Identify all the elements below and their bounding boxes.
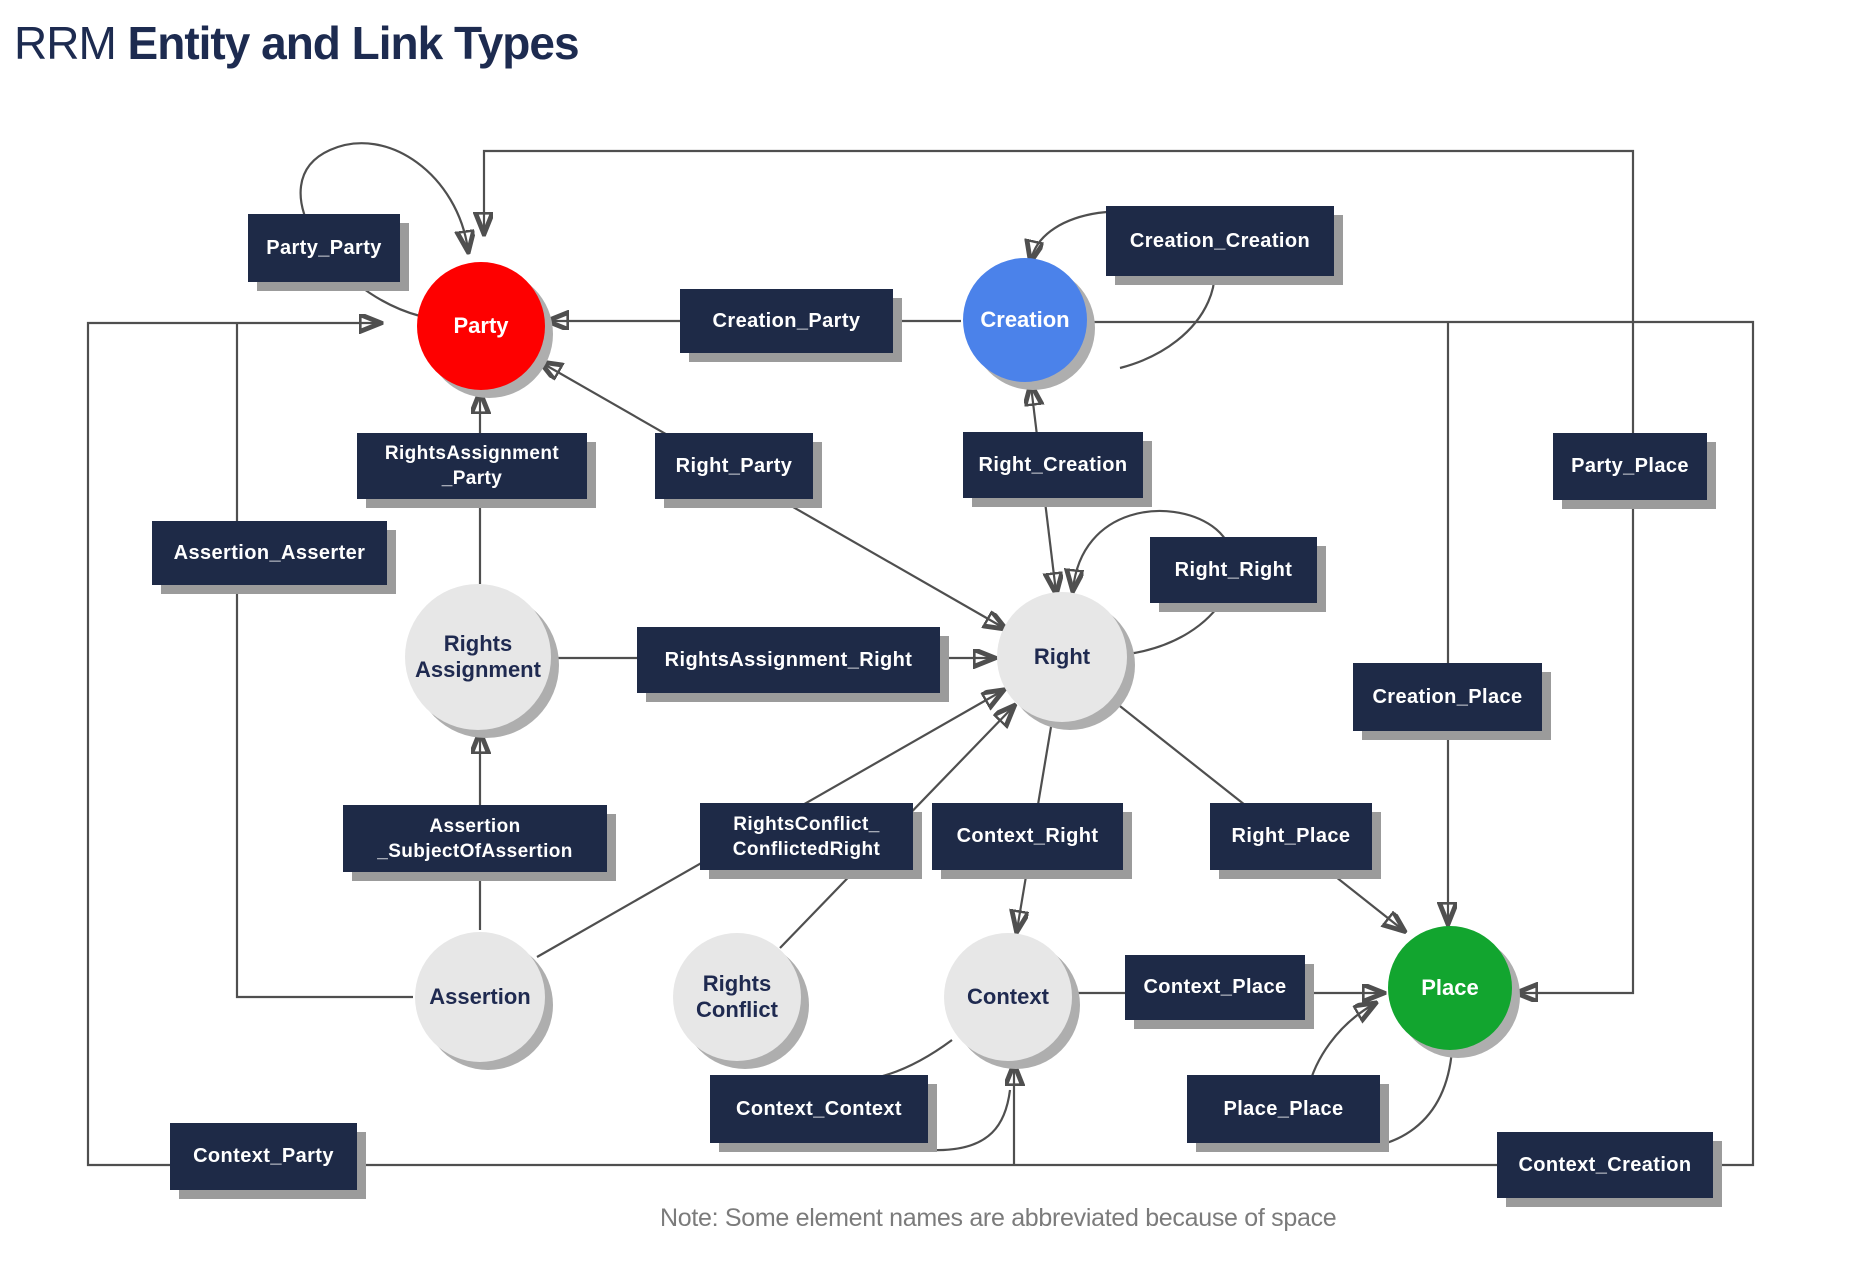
link-label-creation-creation-text: Creation_Creation [1129,229,1311,252]
link-label-assertion-subjectofassertion-line2: _SubjectOfAssertion [377,840,573,862]
link-label-context-place-text: Context_Place [1143,976,1287,998]
entity-rights-assignment-line2: Assignment [415,657,541,682]
page-title: RRM Entity and Link Types [14,16,580,70]
link-label-context-context: Context_Context [710,1075,928,1143]
link-label-context-party-text: Context_Party [193,1145,334,1167]
entity-rights-conflict: Rights Conflict [673,933,801,1061]
entity-party: Party [417,262,545,390]
entity-rights-conflict-line1: Rights [702,971,772,996]
link-label-rightsassignment-right: RightsAssignment_Right [637,627,940,693]
entity-context-label: Context [967,984,1049,1009]
link-label-assertion-subjectofassertion-line1: Assertion [429,815,521,837]
line-assertion-asserter [235,323,413,999]
link-label-assertion-subjectofassertion: Assertion _SubjectOfAssertion [343,805,607,872]
link-label-rightsassignment-right-text: RightsAssignment_Right [664,648,913,671]
link-label-right-party: Right_Party [655,433,813,499]
line-party-place [484,149,1635,993]
link-label-right-party-text: Right_Party [675,454,793,477]
entity-right: Right [997,592,1127,722]
link-label-assertion-asserter: Assertion_Asserter [152,521,387,585]
link-label-right-place: Right_Place [1210,803,1372,870]
link-label-party-party: Party_Party [248,214,400,282]
link-label-rightsassignment-party-line1: RightsAssignment [384,443,560,464]
link-label-creation-place-text: Creation_Place [1372,685,1523,708]
link-label-assertion-asserter-text: Assertion_Asserter [173,541,366,564]
link-label-rightsassignment-party-line2: _Party [441,468,503,489]
link-label-creation-party-text: Creation_Party [712,309,861,332]
link-label-right-right-text: Right_Right [1174,558,1293,581]
title-rest: Entity and Link Types [115,17,580,69]
link-label-rightsconflict-conflictedright-line2: ConflictedRight [732,838,881,860]
link-label-place-place: Place_Place [1187,1075,1380,1143]
entity-context: Context [944,933,1072,1061]
link-label-context-creation-text: Context_Creation [1518,1153,1692,1176]
link-label-creation-creation: Creation_Creation [1106,206,1334,276]
entity-creation-label: Creation [980,307,1070,332]
link-label-right-place-text: Right_Place [1231,825,1351,847]
link-label-party-place: Party_Place [1553,433,1707,500]
entity-creation: Creation [963,258,1087,382]
link-label-rightsassignment-party: RightsAssignment _Party [357,433,587,499]
line-context-context-right [931,1089,1012,1152]
link-label-right-creation-text: Right_Creation [978,453,1128,476]
link-label-place-place-text: Place_Place [1223,1097,1344,1120]
link-label-rightsconflict-conflictedright: RightsConflict_ ConflictedRight [700,803,913,870]
line-right-right-loop [1073,509,1235,656]
link-label-context-right-text: Context_Right [956,825,1099,847]
entity-rights-assignment: Rights Assignment [405,584,551,730]
entity-assertion-label: Assertion [429,984,531,1009]
entity-place: Place [1388,926,1512,1050]
line-context-party-creation [86,322,1755,1167]
link-label-party-party-text: Party_Party [266,236,382,259]
link-label-context-party: Context_Party [170,1123,357,1190]
line-place-place-loop [1304,1004,1454,1150]
link-label-right-right: Right_Right [1150,537,1317,603]
link-label-rightsconflict-conflictedright-line1: RightsConflict_ [733,813,880,835]
link-label-right-creation: Right_Creation [963,432,1143,498]
line-context-context-left [843,1039,953,1081]
entity-assertion: Assertion [415,932,545,1062]
title-prefix: RRM [14,17,117,69]
footnote: Note: Some element names are abbreviated… [660,1204,1337,1232]
link-label-creation-party: Creation_Party [680,289,893,353]
entity-party-label: Party [453,313,509,338]
entity-rights-conflict-line2: Conflict [696,997,778,1022]
link-label-creation-place: Creation_Place [1353,663,1542,731]
link-label-context-creation: Context_Creation [1497,1132,1713,1198]
link-label-party-place-text: Party_Place [1571,455,1689,477]
link-label-context-right: Context_Right [932,803,1123,870]
entity-right-label: Right [1033,644,1091,669]
entity-place-label: Place [1421,975,1479,1000]
link-label-context-place: Context_Place [1125,955,1305,1020]
entity-rights-assignment-line1: Rights [443,631,513,656]
link-label-context-context-text: Context_Context [735,1097,902,1120]
